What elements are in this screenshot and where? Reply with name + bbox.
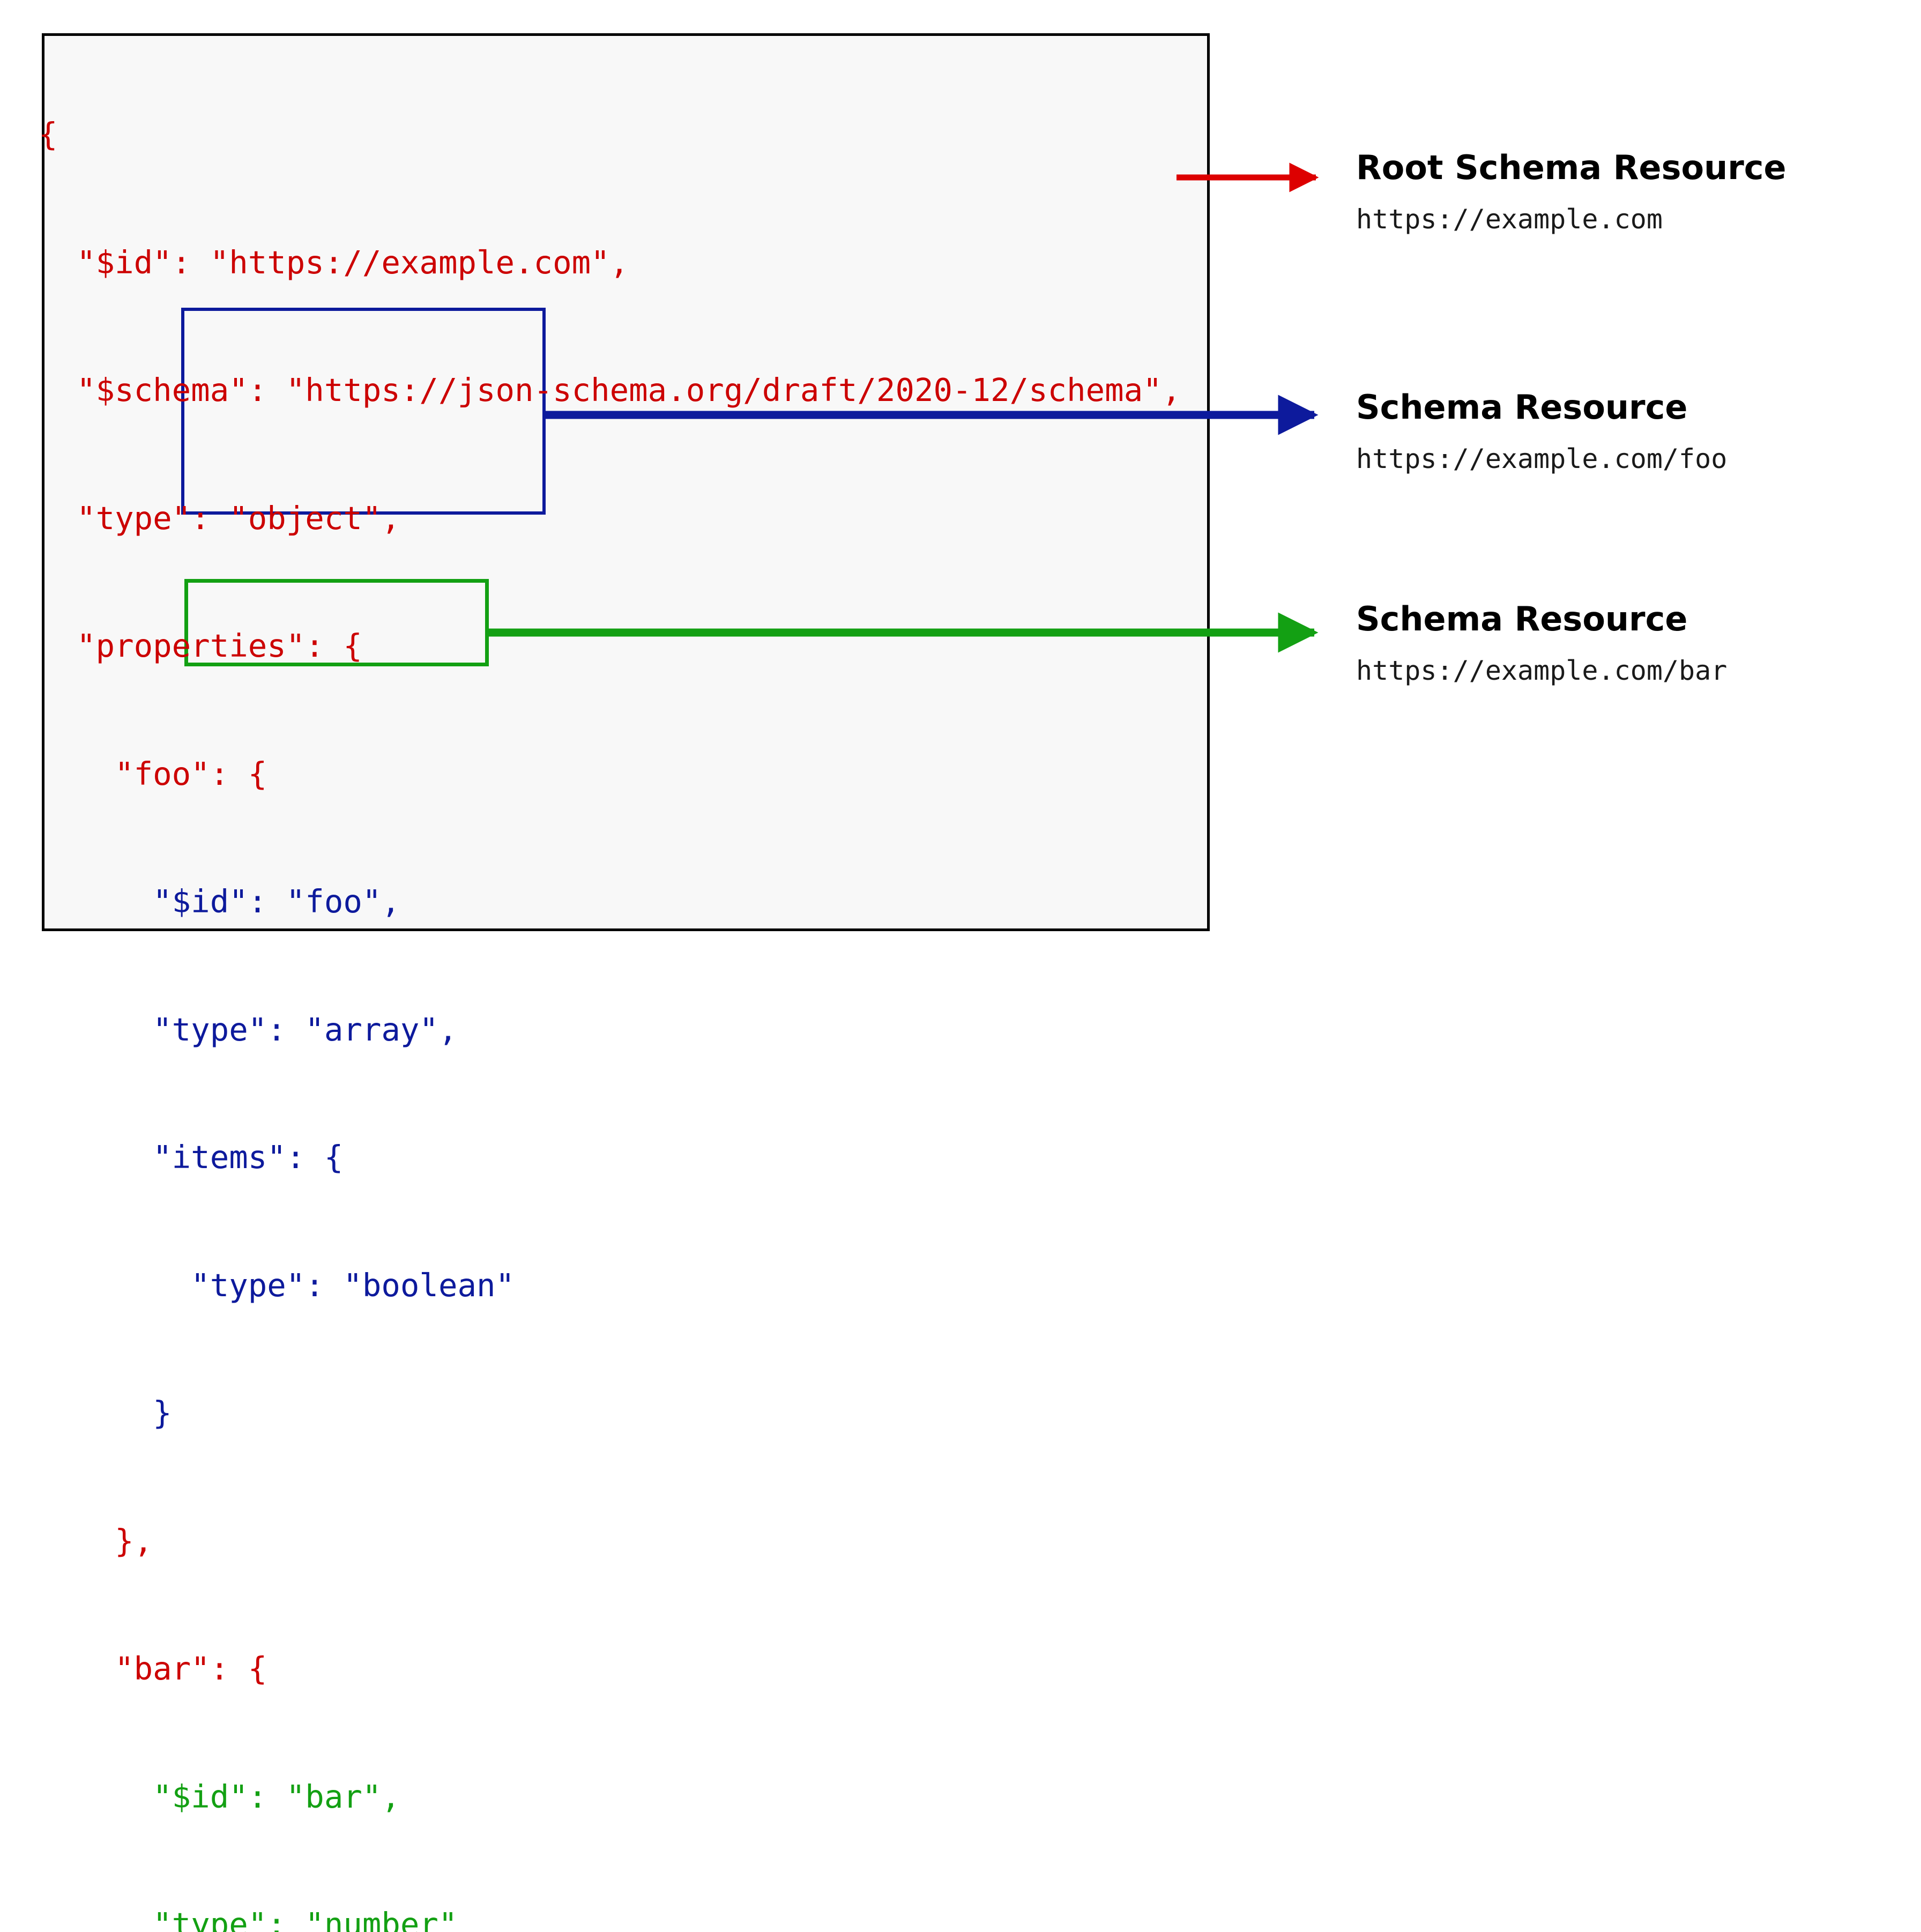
annotation-foo-schema: Schema Resource https://example.com/foo [1356, 388, 1728, 475]
code-line: "properties": { [39, 627, 362, 664]
code-line: "$schema": "https://json-schema.org/draf… [39, 371, 1181, 408]
code-line: "type": "number" [39, 1906, 458, 1932]
code-line: { [39, 116, 58, 153]
annotation-arrows [485, 162, 1319, 653]
bar-schema-highlight-box [184, 579, 489, 666]
annotation-url: https://example.com/foo [1356, 443, 1728, 474]
annotation-url: https://example.com/bar [1356, 655, 1728, 686]
annotation-title: Root Schema Resource [1356, 148, 1786, 187]
annotation-title: Schema Resource [1356, 599, 1688, 638]
json-code-panel [42, 33, 1210, 931]
code-line: "bar": { [39, 1650, 267, 1687]
code-line: }, [39, 1522, 153, 1559]
code-line: "$id": "https://example.com", [39, 243, 629, 281]
annotation-title: Schema Resource [1356, 388, 1688, 427]
code-line: } [39, 1394, 172, 1431]
code-line: "type": "boolean" [39, 1266, 515, 1304]
code-line: "items": { [39, 1139, 344, 1176]
diagram-canvas: { "$id": "https://example.com", "$schema… [39, 33, 1786, 1932]
code-line: "foo": { [39, 755, 267, 792]
annotation-root-schema: Root Schema Resource https://example.com [1356, 149, 1786, 235]
code-line: "type": "array", [39, 1010, 458, 1048]
annotation-bar-schema: Schema Resource https://example.com/bar [1356, 599, 1728, 687]
code-line: "$id": "foo", [39, 883, 400, 920]
annotation-url: https://example.com [1356, 204, 1663, 235]
code-line: "$id": "bar", [39, 1778, 400, 1815]
code-line: "type": "object", [39, 499, 400, 537]
